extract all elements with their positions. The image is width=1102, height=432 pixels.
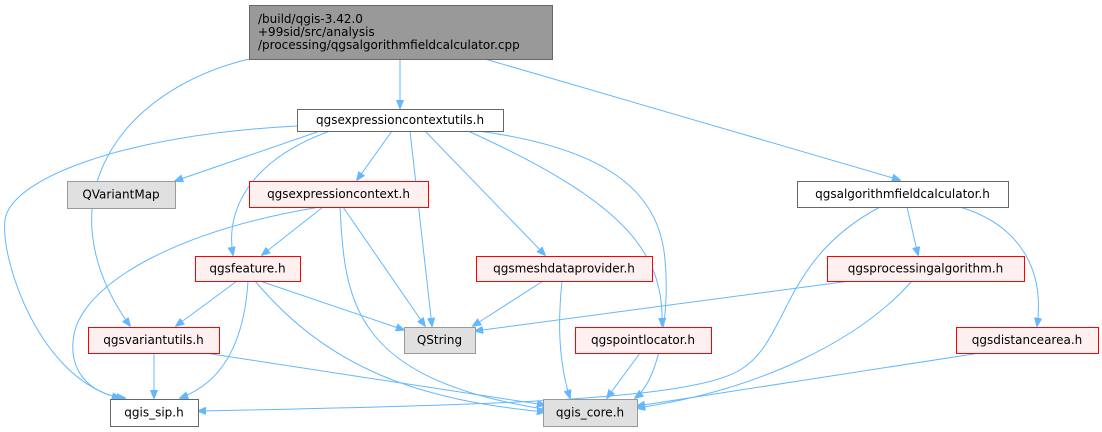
- node-variantutils[interactable]: qgsvariantutils.h: [88, 327, 220, 354]
- edge-exprctx-to-qstring: [342, 206, 425, 326]
- node-box-algfieldcalc: [797, 181, 1009, 208]
- edge-feature-to-qgissip: [180, 280, 249, 398]
- edge-root-to-variantutils: [91, 58, 250, 326]
- edge-exprctxutils-to-meshdp: [424, 130, 545, 255]
- edge-exprctxutils-to-qgiscore: [477, 130, 667, 398]
- node-box-meshdp: [476, 256, 653, 282]
- edge-exprctxutils-to-feature: [232, 130, 331, 255]
- node-qgiscore[interactable]: qgis_core.h: [543, 399, 638, 427]
- edges-layer: [4, 58, 1039, 412]
- edge-exprctx-to-qgissip: [72, 206, 321, 398]
- node-exprctx[interactable]: qgsexpressioncontext.h: [249, 181, 429, 208]
- edge-exprctx-to-qgiscore: [339, 206, 550, 410]
- node-label-root-line-2: /processing/qgsalgorithmfieldcalculator.…: [258, 38, 520, 52]
- edge-exprctxutils-to-pointlocator: [467, 130, 662, 326]
- node-label-algfieldcalc: qgsalgorithmfieldcalculator.h: [815, 187, 990, 201]
- node-label-root-line-1: +99sid/src/analysis: [258, 25, 375, 39]
- edge-feature-to-variantutils: [176, 280, 238, 326]
- node-box-root: [249, 5, 553, 60]
- edge-procalg-to-qgiscore: [637, 280, 913, 408]
- node-label-exprctx: qgsexpressioncontext.h: [267, 187, 410, 201]
- node-qgissip[interactable]: qgis_sip.h: [110, 399, 199, 427]
- node-box-qgissip: [110, 399, 199, 427]
- node-box-variantutils: [88, 327, 220, 354]
- node-algfieldcalc[interactable]: qgsalgorithmfieldcalculator.h: [797, 181, 1009, 208]
- node-box-pointlocator: [575, 327, 712, 354]
- nodes-layer: /build/qgis-3.42.0+99sid/src/analysis/pr…: [67, 5, 1099, 427]
- node-box-procalg: [827, 256, 1025, 282]
- node-box-feature: [195, 256, 301, 282]
- node-qstring[interactable]: QString: [404, 327, 476, 354]
- edge-algfieldcalc-to-distancearea: [959, 206, 1038, 326]
- edge-exprctxutils-to-exprctx: [357, 130, 393, 180]
- edge-variantutils-to-qgiscore: [204, 352, 545, 405]
- edge-procalg-to-qstring: [475, 280, 851, 331]
- node-box-qstring: [404, 327, 476, 354]
- node-box-exprctx: [249, 181, 429, 208]
- edge-exprctx-to-feature: [262, 206, 324, 255]
- edge-root-to-algfieldcalc: [484, 58, 900, 180]
- node-label-root-line-0: /build/qgis-3.42.0: [258, 12, 363, 26]
- node-label-distancearea: qgsdistancearea.h: [972, 333, 1083, 347]
- node-box-qgiscore: [543, 399, 638, 427]
- edge-distancearea-to-qgiscore: [637, 352, 981, 406]
- node-box-qvariantmap: [67, 181, 176, 209]
- edge-feature-to-qgiscore: [254, 280, 545, 412]
- edge-algfieldcalc-to-qgissip: [198, 206, 881, 411]
- node-label-variantutils: qgsvariantutils.h: [103, 333, 204, 347]
- node-feature[interactable]: qgsfeature.h: [195, 256, 301, 282]
- node-box-distancearea: [956, 327, 1099, 354]
- node-meshdp[interactable]: qgsmeshdataprovider.h: [476, 256, 653, 282]
- edge-meshdp-to-qgiscore: [559, 280, 570, 398]
- edge-exprctxutils-to-qstring: [409, 130, 432, 326]
- node-qvariantmap[interactable]: QVariantMap: [67, 181, 176, 209]
- node-pointlocator[interactable]: qgspointlocator.h: [575, 327, 712, 354]
- node-root[interactable]: /build/qgis-3.42.0+99sid/src/analysis/pr…: [249, 5, 553, 60]
- node-label-qvariantmap: QVariantMap: [82, 188, 159, 202]
- node-label-meshdp: qgsmeshdataprovider.h: [493, 262, 635, 276]
- node-label-feature: qgsfeature.h: [209, 262, 285, 276]
- node-label-exprctxutils: qgsexpressioncontextutils.h: [316, 113, 484, 127]
- edge-exprctxutils-to-qvariantmap: [175, 130, 321, 181]
- node-label-procalg: qgsprocessingalgorithm.h: [848, 262, 1004, 276]
- edge-feature-to-qstring: [259, 280, 404, 330]
- node-label-qstring: QString: [417, 333, 462, 347]
- node-box-exprctxutils: [297, 109, 504, 132]
- node-procalg[interactable]: qgsprocessingalgorithm.h: [827, 256, 1025, 282]
- edge-algfieldcalc-to-procalg: [906, 206, 918, 255]
- node-label-qgiscore: qgis_core.h: [556, 406, 624, 420]
- node-label-pointlocator: qgspointlocator.h: [591, 333, 695, 347]
- edge-exprctxutils-to-qgissip: [4, 125, 298, 398]
- edge-pointlocator-to-qgiscore: [607, 352, 641, 398]
- node-exprctxutils[interactable]: qgsexpressioncontextutils.h: [297, 109, 504, 132]
- node-label-qgissip: qgis_sip.h: [124, 406, 183, 420]
- node-distancearea[interactable]: qgsdistancearea.h: [956, 327, 1099, 354]
- edge-meshdp-to-qstring: [473, 280, 544, 326]
